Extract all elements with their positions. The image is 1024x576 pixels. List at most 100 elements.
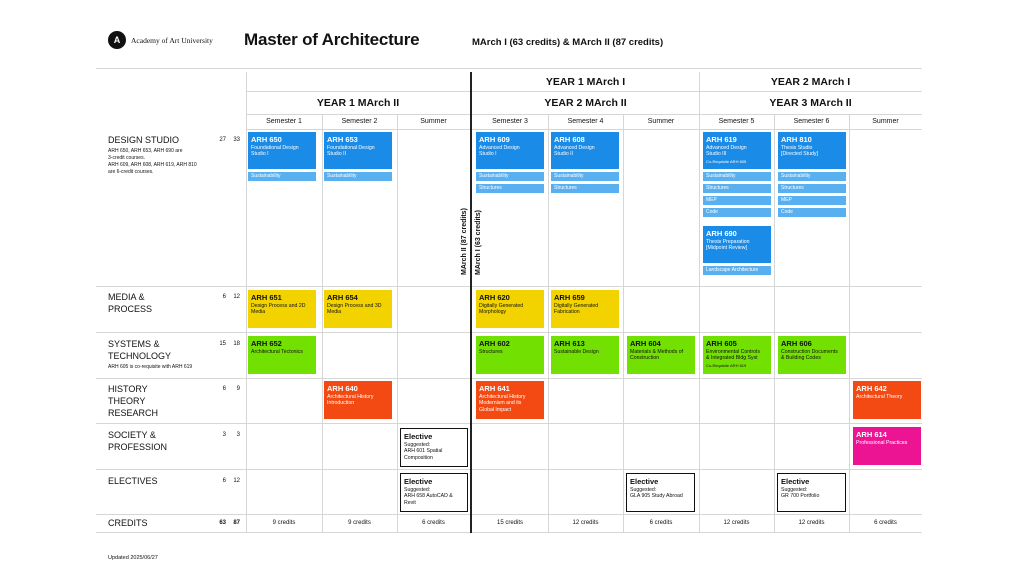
semester-header: Semester 2 <box>341 118 378 125</box>
course-card-arh614[interactable]: ARH 614 Professional Practices <box>853 427 921 465</box>
elective-title: Elective <box>404 477 433 486</box>
topic-tag: Structures <box>551 184 619 193</box>
course-card-arh604[interactable]: ARH 604 Materials & Methods of Construct… <box>627 336 695 374</box>
semester-header: Semester 5 <box>718 118 755 125</box>
course-name: Professional Practices <box>856 440 908 446</box>
row-label-design-studio: DESIGN STUDIO <box>108 135 180 145</box>
course-card-arh652[interactable]: ARH 652 Architectural Tectonics <box>248 336 316 374</box>
course-name: Thesis Studio <box>781 145 813 151</box>
semester-credits: 9 credits <box>272 520 296 526</box>
course-card-arh619[interactable]: ARH 619 Advanced Design Studio III Co-Re… <box>703 132 771 169</box>
row-credits-march1: 15 <box>219 341 226 347</box>
topic-tag: MEP <box>778 196 846 205</box>
course-card-arh606[interactable]: ARH 606 Construction Documents & Buildin… <box>778 336 846 374</box>
course-card-arh608[interactable]: ARH 608 Advanced Design Studio II <box>551 132 619 169</box>
course-code: ARH 619 <box>706 135 737 144</box>
topic-tag: MEP <box>703 196 771 205</box>
semester-credits: 12 credits <box>798 520 825 526</box>
course-card-arh690[interactable]: ARH 690 Thesis Preparation [Midpoint Rev… <box>703 226 771 263</box>
course-card-arh653[interactable]: ARH 653 Foundational Design Studio II <box>324 132 392 169</box>
total-credits-march1: 63 <box>219 520 226 526</box>
course-name: [Directed Study] <box>781 151 818 158</box>
course-code: ARH 810 <box>781 135 812 144</box>
course-name: Advanced Design <box>554 145 595 151</box>
course-name: Advanced Design <box>706 145 747 151</box>
elective-card[interactable]: Elective Suggested: GLA 905 Study Abroad <box>626 473 695 512</box>
course-card-arh654[interactable]: ARH 654 Design Process and 3D Media <box>324 290 392 328</box>
course-code: ARH 620 <box>479 293 510 302</box>
elective-text: Suggested: <box>630 487 657 493</box>
course-name: & Integrated Bldg Syst <box>706 355 758 362</box>
elective-text: Suggested: <box>404 442 431 448</box>
row-credits-march2: 33 <box>233 137 240 143</box>
elective-title: Elective <box>781 477 810 486</box>
course-name: Foundational Design <box>251 145 299 151</box>
year-header: YEAR 2 MArch II <box>544 97 627 109</box>
course-card-arh620[interactable]: ARH 620 Digitally Generated Morphology <box>476 290 544 328</box>
course-code: ARH 609 <box>479 135 510 144</box>
course-code: ARH 613 <box>554 339 585 348</box>
elective-text: ARH 601 Spatial <box>404 448 443 455</box>
course-name: Studio III <box>706 151 727 158</box>
year-header: YEAR 1 MArch II <box>316 97 400 109</box>
semester-header: Semester 4 <box>567 118 604 125</box>
course-code: ARH 614 <box>856 430 887 439</box>
grid-line <box>849 114 850 533</box>
row-credits-march2: 12 <box>233 478 240 484</box>
course-card-arh642[interactable]: ARH 642 Architectural Theory <box>853 381 921 419</box>
course-card-arh651[interactable]: ARH 651 Design Process and 2D Media <box>248 290 316 328</box>
course-name: Construction Documents <box>781 349 838 355</box>
course-name: Morphology <box>479 309 507 316</box>
semester-credits: 6 credits <box>422 520 445 526</box>
course-card-arh613[interactable]: ARH 613 Sustainable Design <box>551 336 619 374</box>
course-name: Environmental Controls <box>706 349 760 355</box>
elective-card[interactable]: Elective Suggested: ARH 601 Spatial Comp… <box>400 428 468 467</box>
row-label-media-process: MEDIA & <box>108 292 145 302</box>
course-card-arh659[interactable]: ARH 659 Digitally Generated Fabrication <box>551 290 619 328</box>
course-card-arh640[interactable]: ARH 640 Architectural History Introducti… <box>324 381 392 419</box>
page-title: Master of Architecture <box>244 30 420 49</box>
course-card-arh605[interactable]: ARH 605 Environmental Controls & Integra… <box>703 336 771 374</box>
elective-text: GLA 905 Study Abroad <box>630 493 683 500</box>
topic-tag: Sustainability <box>703 172 771 181</box>
course-code: ARH 650 <box>251 135 282 144</box>
topic-tag: Sustainability <box>551 172 619 181</box>
program-divider <box>470 72 472 533</box>
row-credits-march1: 6 <box>222 386 226 392</box>
row-label-society-profession: PROFESSION <box>108 442 168 452</box>
semester-header: Summer <box>647 118 675 125</box>
course-card-arh641[interactable]: ARH 641 Architectural History Modernism … <box>476 381 544 419</box>
course-name: Architectural History <box>479 394 526 400</box>
row-credits-march1: 3 <box>222 432 226 438</box>
elective-text: Composition <box>404 454 433 461</box>
course-name: [Midpoint Review] <box>706 245 747 252</box>
topic-tag: Structures <box>703 184 771 193</box>
row-note: ARH 650, ARH 653, ARH 690 are <box>108 148 183 154</box>
topic-tag: Structures <box>476 184 544 193</box>
course-card-arh602[interactable]: ARH 602 Structures <box>476 336 544 374</box>
course-name: Materials & Methods of <box>630 349 684 355</box>
course-name: Thesis Preparation <box>706 239 750 245</box>
elective-card[interactable]: Elective Suggested: ARH 658 AutoCAD & Re… <box>400 473 468 512</box>
row-label-credits: CREDITS <box>108 518 148 528</box>
course-card-arh609[interactable]: ARH 609 Advanced Design Studio I <box>476 132 544 169</box>
march2-entry-label: MArch II (87 credits) <box>461 208 468 275</box>
course-code: ARH 606 <box>781 339 812 348</box>
course-name: Advanced Design <box>479 145 520 151</box>
grid-line <box>774 114 775 533</box>
course-name: & Building Codes <box>781 355 821 362</box>
course-name: Architectural History <box>327 394 374 400</box>
course-code: ARH 608 <box>554 135 585 144</box>
row-credits-march2: 9 <box>236 386 240 392</box>
row-label-society-profession: SOCIETY & <box>108 430 156 440</box>
topic-tag: Sustainability <box>248 172 316 181</box>
row-label-media-process: PROCESS <box>108 304 153 314</box>
course-card-arh810[interactable]: ARH 810 Thesis Studio [Directed Study] <box>778 132 846 169</box>
grid-line <box>246 91 922 92</box>
elective-card[interactable]: Elective Suggested: GR 700 Portfolio <box>777 473 846 512</box>
course-name: Architectural Tectonics <box>251 349 303 355</box>
row-label-history-theory: THEORY <box>108 396 146 406</box>
grid-line <box>623 114 624 533</box>
course-card-arh650[interactable]: ARH 650 Foundational Design Studio I <box>248 132 316 169</box>
elective-text: ARH 658 AutoCAD & <box>404 493 453 500</box>
